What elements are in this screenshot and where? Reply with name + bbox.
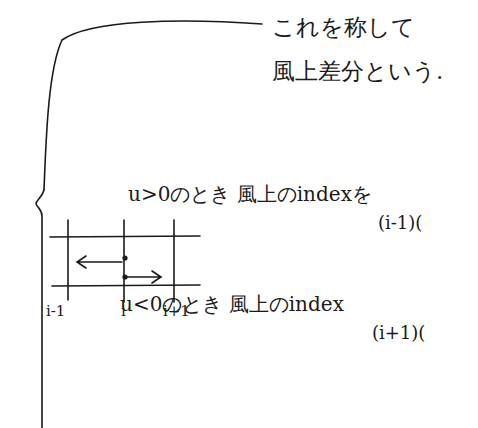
grid-line: [123, 220, 125, 302]
condition-text: u<0のとき 風上のindex: [120, 292, 344, 316]
dot: [122, 274, 127, 279]
note-text: これを称して 風上差分という.: [272, 6, 472, 93]
grid-line: [173, 220, 175, 302]
dot: [122, 255, 127, 260]
leader-line: [44, 21, 262, 190]
index-text: (i+1)(: [372, 322, 425, 344]
condition-text: u>0のとき 風上のindexを: [128, 182, 372, 206]
bracket: [36, 190, 44, 428]
grid-line: [67, 220, 69, 300]
arrow-left: [77, 256, 122, 268]
index-text: (i-1)(: [378, 212, 422, 234]
arrow-right: [126, 271, 161, 283]
grid-index: i-1: [46, 302, 65, 320]
grid-line: [52, 285, 200, 286]
grid-line: [50, 236, 200, 237]
